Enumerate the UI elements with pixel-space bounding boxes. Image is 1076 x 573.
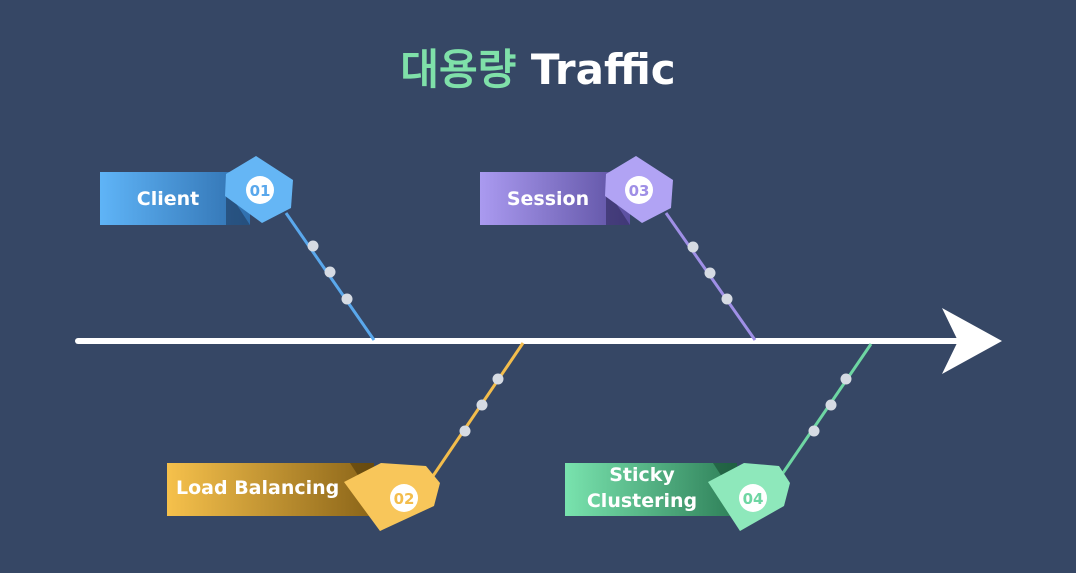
number-02: 02: [394, 490, 415, 508]
label-box-client: [100, 172, 250, 225]
badge-circle: [625, 176, 653, 204]
title-korean: 대용량: [400, 45, 517, 94]
bone-dot: [459, 425, 471, 437]
bone-dot: [341, 293, 353, 305]
badge-circle: [246, 176, 274, 204]
diagram-title: 대용량 Traffic: [0, 40, 1076, 100]
bone-dot: [492, 373, 504, 385]
label-box-sticky-clustering: [565, 463, 737, 516]
bone-dot: [687, 241, 699, 253]
bone-line-load-balancing: [431, 342, 525, 477]
cause-load-balancing: Load Balancing 02: [167, 342, 525, 531]
spine: [75, 308, 1002, 374]
label-box-session: [480, 172, 630, 225]
label-client: Client: [137, 188, 199, 210]
bone-dot: [721, 293, 733, 305]
bone-dot: [840, 373, 852, 385]
bone-dot: [704, 267, 716, 279]
cause-sticky-clustering: Sticky Clustering 04: [565, 343, 873, 531]
label-box-load-balancing: [167, 463, 374, 516]
bone-dot: [808, 425, 820, 437]
cause-client: Client 01: [100, 156, 376, 341]
number-03: 03: [629, 182, 650, 200]
number-01: 01: [250, 182, 271, 200]
bone-dot: [476, 399, 488, 411]
label-sticky-line-2: Clustering: [587, 490, 697, 512]
spine-arrow-head-icon: [942, 308, 1002, 374]
badge-circle: [739, 484, 767, 512]
bone-dot: [324, 266, 336, 278]
bone-dot: [307, 240, 319, 252]
bone-dot: [825, 399, 837, 411]
label-load-balancing: Load Balancing: [176, 477, 339, 499]
badge-circle: [390, 484, 418, 512]
title-english: Traffic: [530, 45, 676, 94]
number-04: 04: [743, 490, 764, 508]
label-sticky-line-1: Sticky: [609, 464, 675, 486]
cause-session: Session 03: [480, 156, 757, 341]
label-session: Session: [507, 188, 589, 210]
